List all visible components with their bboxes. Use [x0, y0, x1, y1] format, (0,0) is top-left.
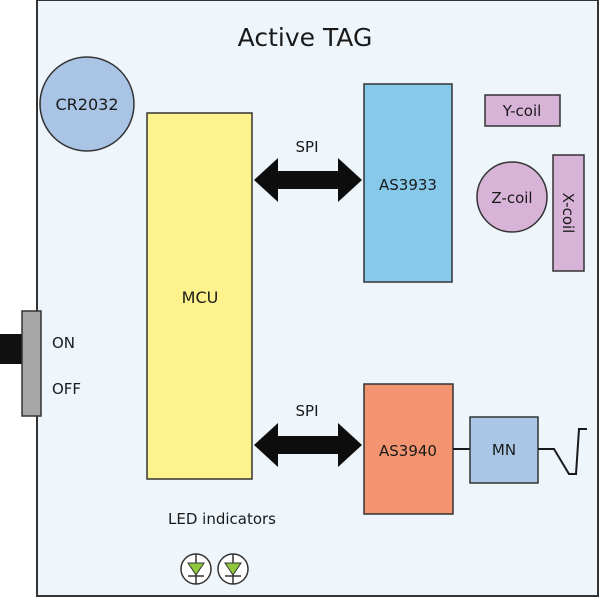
spi-bus-top-arrow	[254, 158, 362, 202]
switch-lever	[0, 334, 24, 364]
antenna	[538, 428, 587, 475]
x-coil-label: X-coil	[559, 193, 577, 234]
switch-on-label: ON	[52, 334, 75, 352]
as3933-block	[363, 83, 453, 283]
mn-block	[469, 416, 539, 484]
as3940-block	[363, 383, 454, 515]
led-indicators-label: LED indicators	[168, 510, 276, 528]
power-switch	[21, 310, 42, 417]
as3933-label: AS3933	[379, 176, 437, 194]
mcu-block	[146, 112, 253, 480]
z-coil	[476, 161, 548, 233]
z-coil-label: Z-coil	[491, 189, 532, 207]
as3940-label: AS3940	[379, 442, 437, 460]
led-icon	[217, 553, 249, 585]
y-coil-label: Y-coil	[502, 102, 542, 120]
y-coil	[484, 94, 561, 127]
led-icon	[180, 553, 212, 585]
battery-label: CR2032	[55, 95, 118, 114]
switch-off-label: OFF	[52, 380, 81, 398]
mn-label: MN	[492, 441, 516, 459]
battery-cr2032	[39, 56, 135, 152]
diagram-title: Active TAG	[238, 23, 373, 52]
x-coil	[552, 154, 585, 272]
spi-bus-bottom-arrow	[254, 423, 362, 467]
spi-bus-top-label: SPI	[296, 138, 319, 156]
mcu-label: MCU	[182, 288, 219, 307]
spi-bus-bottom-label: SPI	[296, 402, 319, 420]
